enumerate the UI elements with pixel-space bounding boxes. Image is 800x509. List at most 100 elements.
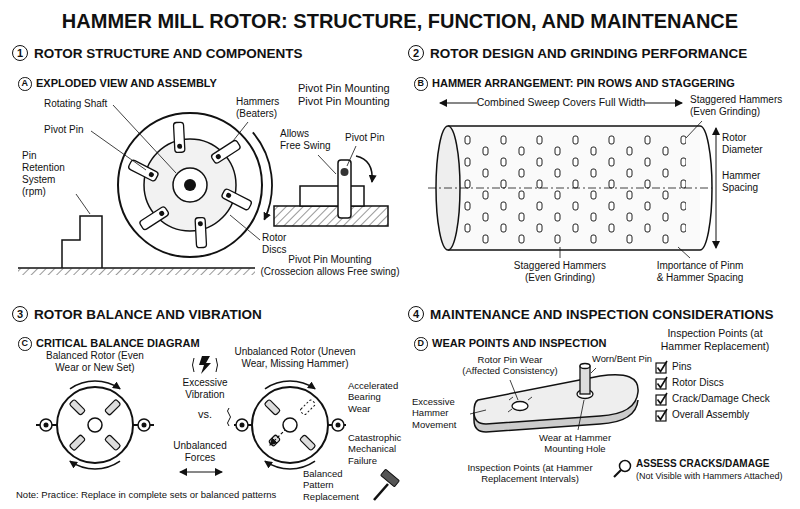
magnifier-icon — [620, 461, 631, 472]
rotor-disc-section — [300, 186, 364, 206]
leader-line — [591, 368, 596, 373]
checklist-item: Overall Assembly — [672, 409, 749, 421]
worn-pin — [580, 364, 590, 369]
hammer — [105, 399, 121, 415]
note-text: Note: Practice: Replace in complete sets… — [16, 489, 276, 500]
rotation-arrow — [265, 381, 315, 389]
hammer — [211, 139, 242, 164]
hammer-icon — [374, 484, 388, 500]
hammer — [69, 435, 85, 451]
cylinder-edge — [448, 249, 700, 251]
hammer — [195, 217, 207, 247]
subsection-heading: CRITICAL BALANCE DIAGRAM — [36, 337, 200, 350]
part-label: Combined Sweep Covers Full Width — [477, 96, 646, 109]
part-label: Importance of Pinm & Hammer Spacing — [648, 260, 752, 284]
magnifier-icon — [614, 461, 631, 478]
callout-letter: B — [414, 77, 428, 91]
rotor-cylinder — [428, 103, 716, 258]
part-label: Unbalanced Forces — [168, 440, 232, 464]
part-label: Balanced Rotor (Even Wear or New Set) — [36, 350, 154, 374]
hammer — [215, 153, 222, 160]
part-label: Pin Retention System (rpm) — [22, 150, 74, 198]
section-heading: ROTOR BALANCE AND VIBRATION — [34, 307, 262, 323]
bearing — [40, 419, 52, 431]
section-heading: ROTOR DESIGN AND GRINDING PERFORMANCE — [430, 46, 747, 62]
hammer — [139, 206, 170, 231]
hammer — [148, 171, 155, 178]
leader-line — [510, 380, 518, 400]
leader-line — [347, 146, 356, 166]
vibration-icon — [193, 358, 195, 372]
diagram-title: HAMMER MILL ROTOR: STRUCTURE, FUNCTION, … — [62, 9, 738, 33]
part-label: Pivot Pin Mounting (Crossecion allows Fr… — [260, 254, 401, 278]
missing-hammer — [300, 399, 316, 415]
part-label: Wear at Hammer Mounting Hole — [529, 432, 621, 455]
callout-number: 1 — [12, 45, 28, 61]
leader-line — [113, 105, 176, 173]
checkbox — [658, 377, 668, 388]
part-label: (Not Visible with Hammers Attached) — [636, 471, 782, 482]
part-label: Excessive Hammer Movement — [412, 396, 468, 430]
hammer — [211, 139, 242, 164]
hammer — [221, 188, 252, 211]
part-label: vs. — [198, 408, 212, 421]
rotation-arrow — [70, 461, 120, 469]
hammer — [69, 435, 85, 451]
rotor-disc — [252, 387, 328, 463]
hammer-icon — [381, 469, 400, 487]
pivot-pin-mounting — [274, 146, 388, 226]
part-label: Pivot Pin — [345, 132, 384, 144]
bearing — [240, 423, 245, 428]
leader-line — [230, 215, 260, 240]
leader-line — [678, 247, 690, 258]
hammer — [173, 122, 185, 152]
staggered-hammers — [462, 134, 686, 244]
hammer — [158, 210, 165, 217]
wear-mark — [508, 397, 532, 412]
rotor-housing — [118, 113, 262, 257]
part-label: Staggered Hammers (Even Grinding) — [690, 94, 790, 118]
checkbox — [656, 361, 667, 421]
hammer — [105, 435, 121, 451]
subsection-heading: WEAR POINTS AND INSPECTION — [432, 337, 606, 350]
mounting-block — [274, 206, 388, 226]
callout-letter: A — [18, 77, 32, 91]
checklist-item: Rotor Discs — [672, 377, 724, 389]
leader-line — [318, 155, 336, 174]
hammer — [300, 435, 316, 451]
part-label: Hammers (Beaters) — [236, 96, 290, 120]
vibration-icon — [216, 358, 218, 372]
pivot-pin — [341, 168, 349, 176]
worn-pin — [580, 366, 590, 394]
hammer — [128, 159, 159, 182]
missing-hammer — [300, 399, 316, 415]
hammer — [198, 221, 203, 226]
rotor-hub — [88, 418, 102, 432]
ground-hatch — [18, 268, 255, 275]
rotor-disc — [57, 387, 133, 463]
leader-line — [470, 410, 486, 414]
part-label: Pivot Pin Mounting — [298, 95, 390, 108]
bearing — [236, 419, 248, 431]
rotor-hub — [173, 168, 207, 202]
subsection-heading: HAMMER ARRANGEMENT: PIN ROWS AND STAGGER… — [432, 77, 735, 90]
hammer — [105, 399, 121, 415]
hammer — [300, 435, 316, 451]
leader-line — [76, 194, 90, 214]
hammer-icon — [374, 469, 399, 500]
part-label: Pivot Pin Mounting — [298, 82, 390, 95]
part-label: Hammer Spacing — [722, 170, 772, 194]
hammer — [128, 159, 159, 182]
hammer — [264, 399, 280, 415]
hammer — [69, 399, 85, 415]
rotation-arrow — [253, 132, 272, 219]
vibration-mark — [228, 408, 231, 426]
part-label: Pivot Pin — [44, 124, 83, 136]
part-label: Staggered Hammers (Even Grinding) — [510, 260, 610, 284]
vibration-icon — [199, 356, 211, 374]
part-label: Unbalanced Rotor (Uneven Wear, Missing H… — [233, 346, 357, 370]
hammer — [173, 122, 185, 152]
callout-number: 3 — [12, 306, 28, 322]
part-label: Accelerated Bearing Wear — [348, 380, 400, 414]
